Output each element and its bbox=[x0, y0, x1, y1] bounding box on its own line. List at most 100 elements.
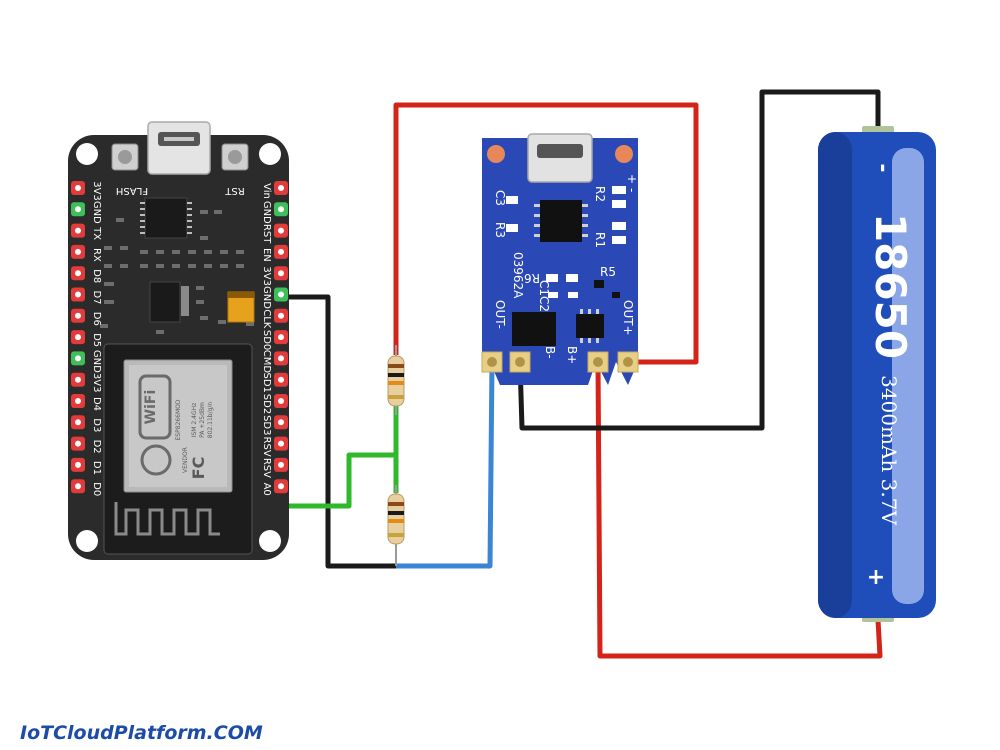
label-b-plus: B+ bbox=[565, 346, 579, 364]
label-code: 03962A bbox=[511, 252, 525, 299]
footer-brand: IoTCloudPlatform.COM bbox=[20, 722, 263, 744]
right-pin-hole bbox=[278, 312, 284, 319]
pad-out-plus[interactable] bbox=[617, 351, 639, 373]
wires bbox=[281, 89, 883, 659]
wire-red-b-plus bbox=[595, 361, 883, 659]
usb-tongue bbox=[164, 137, 194, 141]
left-pin-label: D2 bbox=[91, 440, 102, 454]
label-plus-top: + bbox=[625, 174, 639, 184]
left-pin-label: 3V3 bbox=[91, 181, 102, 201]
right-pin-hole bbox=[278, 419, 284, 426]
right-pin-label: Vin bbox=[261, 183, 272, 199]
left-pin-label: D4 bbox=[91, 397, 102, 411]
charger-pad-tr bbox=[615, 145, 633, 163]
right-pin-label: SD2 bbox=[261, 394, 272, 414]
usb-uart-chip bbox=[144, 197, 188, 239]
regulator-tab bbox=[181, 286, 189, 316]
left-pin-hole bbox=[75, 461, 81, 468]
battery-plus: + bbox=[867, 565, 885, 590]
battery-18650: - 18650 3400mAh 3.7V + bbox=[818, 126, 936, 622]
left-pin-hole bbox=[75, 483, 81, 490]
left-pin-hole bbox=[75, 312, 81, 319]
wire-black-b-minus bbox=[517, 89, 881, 431]
tantalum-stripe bbox=[228, 292, 254, 298]
right-pin-label: SD1 bbox=[261, 372, 272, 392]
right-pin-label: GND bbox=[261, 286, 272, 309]
pad-out-minus[interactable] bbox=[481, 351, 503, 373]
right-pin-label: SD0 bbox=[261, 330, 272, 350]
esp12-spec-3: 802.11b/g/n bbox=[207, 402, 214, 439]
left-pin-label: D5 bbox=[91, 333, 102, 347]
protection-ic bbox=[512, 312, 556, 346]
left-pin-hole bbox=[75, 419, 81, 426]
mount-hole-tl bbox=[76, 143, 98, 165]
left-pin-hole bbox=[75, 376, 81, 383]
right-pin-hole bbox=[278, 440, 284, 447]
left-pin-label: 3V3 bbox=[91, 373, 102, 393]
charger-usb-port bbox=[537, 144, 583, 158]
battery-spec: 3400mAh 3.7V bbox=[877, 375, 901, 525]
left-pin-hole bbox=[75, 270, 81, 277]
mount-hole-bl bbox=[76, 530, 98, 552]
right-pin-header: VinGNDRSTEN3V3GNDCLKSD0CMDSD1SD2SD3RSVRS… bbox=[261, 181, 288, 496]
right-pin-hole bbox=[278, 398, 284, 404]
pad-b-minus[interactable] bbox=[509, 351, 531, 373]
tp4056-charger-module: C3 R3 R2 R1 - + R6 R5 C1C2 03962A OUT- O… bbox=[481, 133, 639, 385]
right-pin-hole bbox=[278, 483, 284, 490]
label-out-minus: OUT- bbox=[493, 300, 507, 329]
charger-smd-parts bbox=[506, 186, 626, 298]
battery-shade bbox=[818, 132, 852, 618]
rst-button[interactable] bbox=[221, 143, 249, 171]
right-pin-hole bbox=[278, 248, 284, 255]
right-pin-label: RSV bbox=[261, 458, 272, 478]
label-out-plus: OUT+ bbox=[621, 300, 635, 336]
esp12-vendor: VENDOR bbox=[182, 447, 189, 473]
right-pin-hole bbox=[278, 461, 284, 468]
label-c1c2: C1C2 bbox=[537, 280, 551, 312]
left-pin-hole bbox=[75, 398, 81, 404]
pad-b-plus[interactable] bbox=[587, 351, 609, 373]
left-pin-label: D0 bbox=[91, 482, 102, 496]
right-pin-hole bbox=[278, 355, 284, 362]
battery-model: 18650 bbox=[866, 213, 915, 359]
left-pin-hole bbox=[75, 440, 81, 447]
label-c3: C3 bbox=[493, 190, 507, 206]
esp12-spec-1: ISM 2.4GHz bbox=[191, 403, 198, 438]
wire-red-out-plus bbox=[393, 102, 699, 365]
voltage-regulator bbox=[149, 281, 181, 323]
rst-label: RST bbox=[224, 185, 244, 196]
right-pin-hole bbox=[278, 334, 284, 341]
smd-components bbox=[100, 210, 254, 334]
label-r5: R5 bbox=[600, 265, 616, 279]
mosfet-pins bbox=[580, 309, 599, 343]
right-pin-label: EN bbox=[261, 248, 272, 262]
right-pin-label: GND bbox=[261, 201, 272, 224]
right-pin-label: RSV bbox=[261, 437, 272, 457]
wire-black-gnd bbox=[281, 294, 396, 569]
left-pin-label: D8 bbox=[91, 269, 102, 283]
right-pin-label: CLK bbox=[261, 309, 272, 329]
left-pin-label: TX bbox=[91, 226, 102, 240]
left-pin-hole bbox=[75, 334, 81, 341]
label-r3: R3 bbox=[493, 222, 507, 238]
label-minus: - bbox=[625, 188, 639, 192]
flash-button[interactable] bbox=[111, 143, 139, 171]
wifi-logo-text: WiFi bbox=[143, 390, 159, 425]
wifi-alliance-logo bbox=[140, 444, 172, 476]
right-pin-label: RST bbox=[261, 224, 272, 244]
right-pin-hole bbox=[278, 270, 284, 277]
esp12-spec-2: PA +25dBm bbox=[199, 402, 206, 438]
left-pin-label: D1 bbox=[91, 461, 102, 475]
left-pin-label: RX bbox=[91, 248, 102, 262]
esp12-spec-lines: ESP8266MOD VENDOR ISM 2.4GHz PA +25dBm 8… bbox=[175, 399, 214, 473]
left-pin-label: D6 bbox=[91, 312, 102, 326]
battery-minus: - bbox=[870, 163, 895, 172]
left-pin-hole bbox=[75, 227, 81, 234]
right-pin-label: CMD bbox=[261, 350, 272, 374]
charger-pad-tl bbox=[487, 145, 505, 163]
left-pin-label: D7 bbox=[91, 290, 102, 304]
left-pin-hole bbox=[75, 206, 81, 213]
left-pin-hole bbox=[75, 355, 81, 362]
tp4056-ic-pins bbox=[534, 204, 588, 237]
